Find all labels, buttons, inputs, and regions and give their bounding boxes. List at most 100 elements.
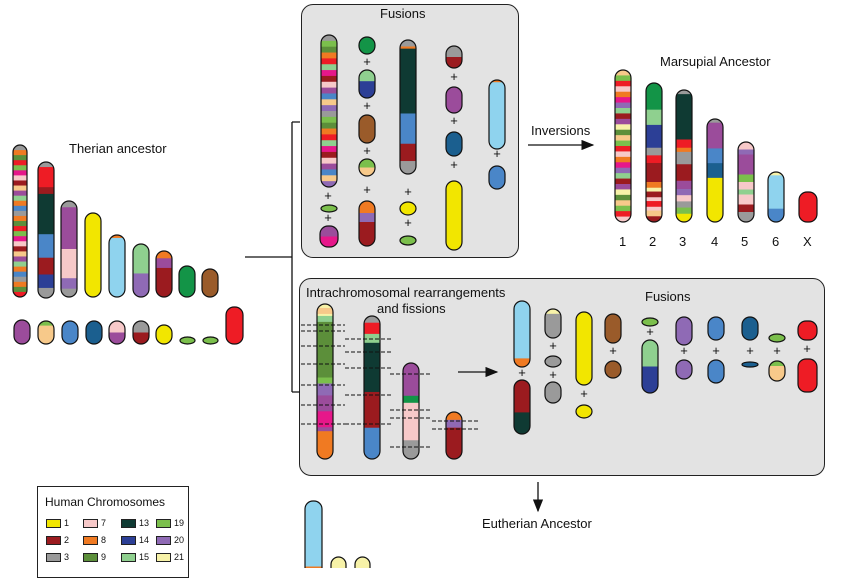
chromosome-band — [615, 178, 631, 185]
fusion-bottom-8a — [741, 316, 759, 341]
fusion-bottom-9a — [768, 333, 786, 343]
chromosome-band — [646, 206, 662, 211]
chromosome-band — [605, 361, 621, 378]
chromosome-band — [13, 251, 27, 257]
chromosome-band — [202, 269, 218, 297]
eutherian-chr-3 — [354, 556, 371, 568]
therian-chr-1 — [12, 144, 28, 298]
chromosome-band — [321, 58, 337, 65]
chromosome-band — [13, 276, 27, 283]
chromosome-outline — [641, 317, 659, 327]
fusion-top-a1 — [320, 34, 338, 188]
legend-swatch — [83, 518, 98, 528]
legend-item: 9 — [83, 552, 106, 562]
chromosome-band — [133, 244, 149, 274]
chromosome-band — [615, 113, 631, 120]
chromosome-band — [400, 48, 416, 114]
chromosome-outline — [179, 336, 196, 345]
chromosome-band — [364, 427, 380, 459]
chromosome-band — [317, 383, 333, 396]
fissions-label: and fissions — [377, 301, 446, 316]
fusions-bottom-label: Fusions — [645, 289, 691, 304]
chromosome-band — [38, 321, 54, 326]
chromosome-band — [615, 189, 631, 196]
chromosome-band — [61, 288, 77, 297]
legend-label: 15 — [139, 552, 150, 562]
chromosome-band — [109, 237, 125, 297]
chromosome-band — [646, 216, 662, 222]
chromosome-outline — [358, 200, 376, 247]
plus-sign: + — [646, 324, 654, 339]
chromosome-band — [317, 315, 333, 323]
chromosome-band — [13, 185, 27, 191]
chromosome-band — [646, 182, 662, 189]
chromosome-band — [707, 122, 723, 149]
chromosome-outline — [445, 411, 463, 460]
chromosome-band — [317, 427, 333, 432]
therian-small-10 — [225, 306, 244, 345]
chromosome-outline — [108, 234, 126, 298]
chromosome-band — [707, 163, 723, 179]
chromosome-band — [646, 197, 662, 202]
chromosome-band — [615, 118, 631, 125]
chromosome-band — [305, 501, 322, 567]
chromosome-band — [676, 213, 692, 222]
fusion-top-d3 — [445, 131, 463, 157]
therian-chr-9 — [201, 268, 219, 298]
inversions-label: Inversions — [531, 123, 591, 138]
chromosome-band — [13, 210, 27, 217]
therian-chr-8 — [178, 265, 196, 298]
chromosome-band — [615, 102, 631, 109]
plus-sign: + — [324, 210, 332, 225]
chromosome-outline — [12, 144, 28, 298]
chromosome-band — [799, 192, 817, 222]
marsupial-chr-5 — [737, 141, 755, 223]
chromosome-outline — [737, 141, 755, 223]
chromosome-outline — [61, 320, 79, 345]
chromosome-band — [321, 181, 337, 187]
chromosome-band — [738, 204, 754, 213]
marsupial-chr-2 — [645, 82, 663, 223]
chromosome-outline — [399, 39, 417, 175]
marsupial-chr-number: 2 — [649, 234, 657, 249]
chromosome-band — [646, 83, 662, 111]
chromosome-outline — [445, 86, 463, 114]
legend-swatch — [121, 518, 136, 528]
chromosome-band — [13, 145, 27, 151]
chromosome-band — [676, 189, 692, 196]
chromosome-outline — [544, 308, 562, 339]
chromosome-band — [321, 99, 337, 106]
fusion-bottom-3a — [575, 311, 593, 386]
chromosome-outline — [707, 316, 725, 341]
legend-swatch — [46, 518, 61, 528]
chromosome-outline — [13, 319, 31, 345]
plus-sign: + — [746, 343, 754, 358]
chromosome-band — [400, 113, 416, 145]
chromosome-band — [13, 236, 27, 242]
chromosome-outline — [201, 268, 219, 298]
fission-chr-2 — [363, 315, 381, 460]
chromosome-band — [321, 93, 337, 100]
chromosome-band — [38, 287, 54, 298]
chromosome-band — [676, 139, 692, 149]
chromosome-band — [615, 184, 631, 190]
therian-chr-3 — [60, 200, 78, 298]
chromosome-band — [13, 256, 27, 262]
fusion-bottom-6b — [675, 359, 693, 380]
plus-sign: + — [450, 113, 458, 128]
chromosome-band — [38, 274, 54, 289]
chromosome-band — [489, 166, 505, 189]
chromosome-band — [13, 281, 27, 288]
fusion-bottom-10a — [797, 320, 818, 341]
fusion-bottom-3b — [575, 404, 593, 419]
chromosome-band — [13, 190, 27, 197]
chromosome-band — [545, 382, 561, 403]
plus-sign: + — [803, 341, 811, 356]
chromosome-band — [321, 146, 337, 153]
therian-chr-2 — [37, 161, 55, 299]
chromosome-outline — [132, 243, 150, 298]
legend-label: 3 — [64, 552, 70, 562]
chromosome-band — [676, 90, 692, 95]
chromosome-outline — [741, 361, 759, 368]
